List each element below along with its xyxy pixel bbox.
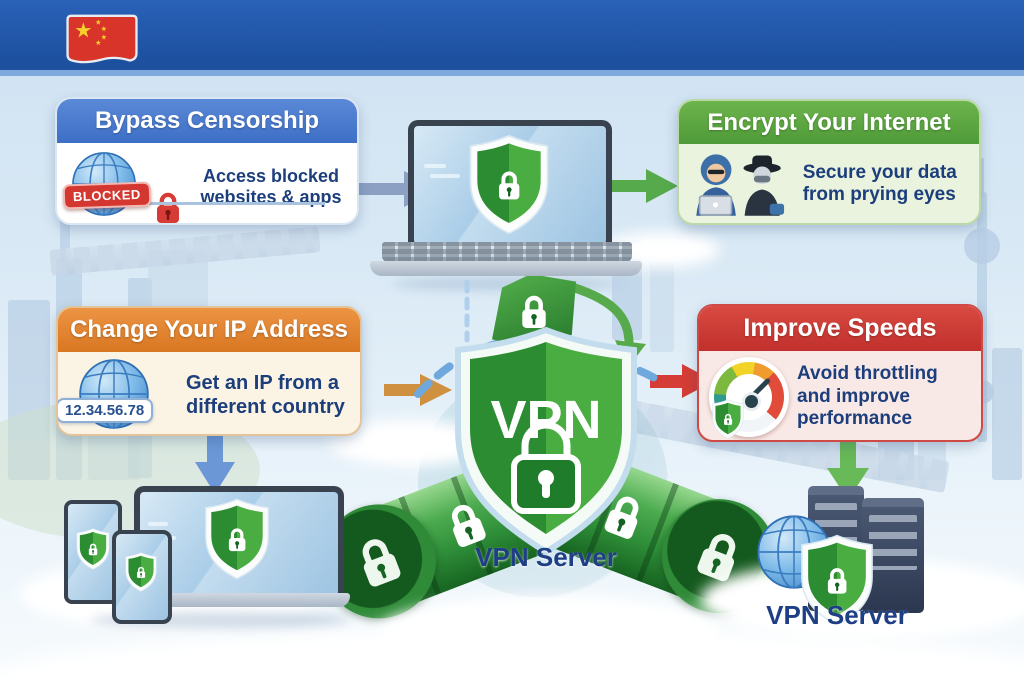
devices-laptop-base	[120, 593, 350, 607]
card-change-ip: Change Your IP Address 12.34.56.78 Get a…	[56, 306, 362, 436]
screen-text-line	[424, 164, 446, 168]
server-slots	[869, 515, 917, 571]
red-lock-icon	[153, 189, 183, 225]
header-divider	[0, 70, 1024, 76]
phone	[112, 530, 172, 624]
card-bypass-censorship: Bypass Censorship BLOCKED Access blocked…	[55, 97, 359, 225]
vpn-server-label-right: VPN Server	[766, 600, 908, 630]
card-speed-description: Avoid throttling and improve performance	[797, 363, 938, 430]
tablet-shield-lock-icon	[75, 528, 111, 570]
tower-spire-silhouette	[60, 195, 70, 275]
card-improve-speeds: Improve Speeds Avoid throttling and impr…	[697, 304, 983, 442]
card-speed-title: Improve Speeds	[699, 306, 981, 351]
card-encrypt-description: Secure your data from prying eyes	[802, 161, 957, 205]
card-encrypt-title: Encrypt Your Internet	[679, 101, 979, 144]
card-ip-title: Change Your IP Address	[58, 308, 360, 352]
blocked-globe-icon: BLOCKED	[62, 149, 185, 225]
hackers-icon	[696, 154, 785, 216]
card-bypass-body: BLOCKED Access blocked websites & apps	[57, 143, 357, 225]
globe-ip-icon: 12.34.56.78	[58, 358, 178, 434]
pearl-tower-antenna	[980, 158, 984, 198]
building-silhouette	[992, 348, 1022, 480]
card-bypass-title: Bypass Censorship	[57, 99, 357, 143]
arrow-right-laptop-to-encrypt-icon	[606, 169, 678, 203]
phone-display	[116, 534, 168, 620]
laptop-keyboard	[382, 242, 632, 262]
connector-line	[129, 202, 325, 205]
speedometer-icon	[709, 357, 789, 437]
vpn-shield-label: VPN	[490, 390, 601, 450]
vpn-server-label-center: VPN Server	[475, 542, 617, 572]
tunnel-lock-icon	[347, 527, 410, 596]
laptop-display	[414, 126, 606, 244]
card-encrypt-internet: Encrypt Your Internet Secure your data f…	[677, 99, 981, 225]
blocked-badge: BLOCKED	[62, 181, 152, 210]
card-ip-body: 12.34.56.78 Get an IP from a different c…	[58, 352, 360, 434]
vpn-shield-icon: VPN	[455, 326, 637, 556]
pearl-tower-sphere-upper	[964, 228, 1000, 264]
ip-address-badge: 12.34.56.78	[58, 398, 154, 423]
mini-shield-icon	[711, 399, 745, 439]
header-banner	[0, 0, 1024, 70]
speedometer-hub	[742, 392, 761, 411]
card-ip-description: Get an IP from a different country	[186, 372, 345, 418]
phone-shield-lock-icon	[124, 552, 158, 592]
devices-laptop-display	[140, 492, 338, 596]
arrow-right-ip-to-shield-icon	[384, 374, 452, 406]
laptop-shield-lock-icon	[202, 498, 272, 580]
laptop-base	[370, 261, 642, 276]
building-silhouette	[650, 262, 674, 352]
screen-text-line	[148, 522, 168, 526]
screen-text-line	[430, 174, 460, 178]
card-speed-body: Avoid throttling and improve performance	[699, 351, 981, 441]
china-flag-icon	[66, 14, 138, 64]
laptop-screen	[408, 120, 612, 250]
laptop-shield-lock-icon	[466, 134, 552, 235]
card-encrypt-body: Secure your data from prying eyes	[679, 144, 979, 222]
tablet-display	[68, 504, 118, 600]
